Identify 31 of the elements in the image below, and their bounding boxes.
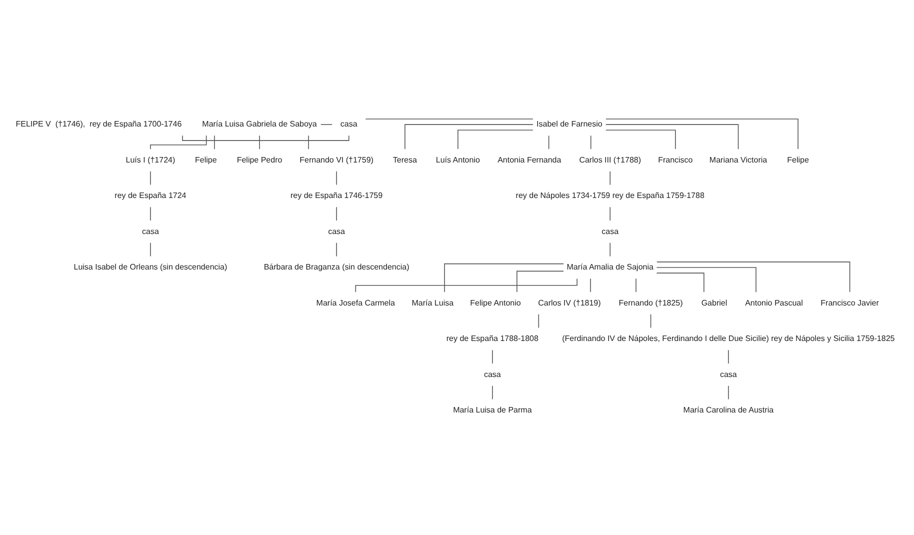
connector (605, 124, 739, 150)
connector (516, 270, 564, 292)
connector (336, 242, 337, 257)
connector (444, 263, 564, 292)
connector (336, 206, 337, 221)
connector (728, 350, 729, 364)
connector (259, 135, 260, 150)
connector (150, 206, 151, 221)
connector (728, 385, 729, 400)
connector (492, 385, 493, 400)
connector (590, 278, 591, 292)
connector (404, 124, 534, 150)
connector (308, 135, 309, 150)
connector (150, 242, 151, 257)
connector (548, 135, 550, 150)
connector (606, 118, 798, 150)
connector (606, 130, 676, 150)
connector (182, 135, 350, 141)
connector (590, 135, 592, 150)
connector (538, 314, 540, 328)
connector (656, 272, 704, 292)
connector (365, 118, 534, 120)
connector (336, 171, 337, 186)
connector (650, 314, 652, 328)
connector (656, 267, 756, 293)
connector (458, 130, 534, 150)
connector (320, 124, 333, 125)
connector (656, 262, 850, 292)
connector (214, 135, 215, 150)
connector (492, 350, 493, 364)
connector (150, 171, 151, 186)
